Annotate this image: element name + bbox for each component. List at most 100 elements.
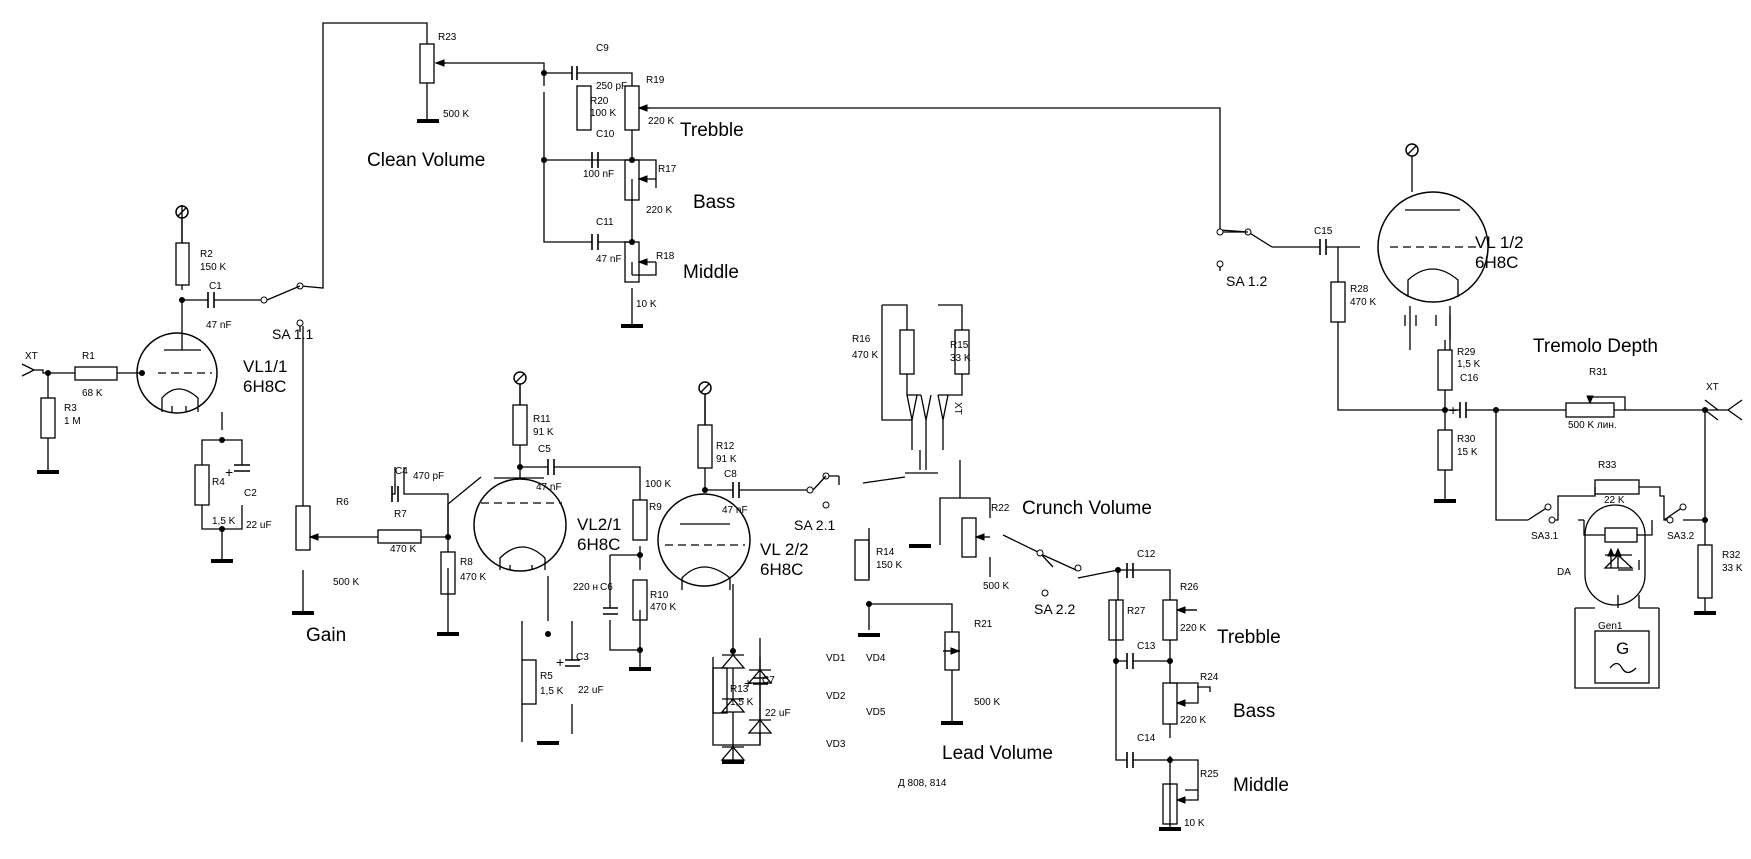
svg-text:220 н: 220 н (573, 582, 598, 593)
potentiometers (295, 43, 1615, 825)
svg-text:68 K: 68 K (82, 388, 103, 399)
svg-text:6H8C: 6H8C (760, 560, 803, 579)
svg-text:100 K: 100 K (590, 108, 616, 119)
svg-text:22 K: 22 K (1604, 495, 1625, 506)
svg-text:220 K: 220 K (646, 205, 672, 216)
svg-text:C11: C11 (596, 217, 614, 228)
svg-text:R17: R17 (658, 164, 677, 175)
svg-text:VL 1/2: VL 1/2 (1475, 233, 1524, 252)
svg-text:SA 2.2: SA 2.2 (1034, 601, 1075, 617)
svg-text:470 K: 470 K (852, 350, 878, 361)
svg-text:R22: R22 (991, 503, 1010, 514)
svg-text:R27: R27 (1127, 606, 1146, 617)
svg-text:6H8C: 6H8C (577, 535, 620, 554)
svg-text:22 uF: 22 uF (578, 685, 604, 696)
svg-text:33 K: 33 K (950, 353, 971, 364)
middle-label: Middle (683, 262, 739, 283)
cap-c4 (391, 486, 399, 502)
svg-text:10 K: 10 K (1184, 818, 1205, 829)
switches (260, 228, 1687, 597)
svg-text:6H8C: 6H8C (1475, 253, 1518, 272)
tremolo-depth-label: Tremolo Depth (1533, 336, 1658, 357)
svg-text:R20: R20 (590, 96, 609, 107)
resistor-r4 (194, 464, 210, 506)
svg-text:22 uF: 22 uF (246, 520, 272, 531)
svg-text:R32: R32 (1722, 550, 1741, 561)
svg-text:R2: R2 (200, 249, 213, 260)
svg-text:250 pF: 250 pF (596, 81, 627, 92)
svg-text:C4: C4 (395, 466, 408, 477)
svg-text:R8: R8 (460, 557, 473, 568)
cap-c10 (591, 152, 599, 168)
svg-text:220 K: 220 K (1180, 715, 1206, 726)
svg-text:VL1/1: VL1/1 (243, 357, 287, 376)
svg-text:R9: R9 (649, 502, 662, 513)
svg-text:R23: R23 (438, 32, 457, 43)
svg-text:500 K: 500 K (974, 697, 1000, 708)
resistor-r29 (1437, 349, 1453, 391)
resistor-r8 (440, 551, 456, 595)
svg-text:C7: C7 (762, 675, 775, 686)
svg-text:VL2/1: VL2/1 (577, 515, 621, 534)
cap-c1 (207, 292, 215, 308)
svg-text:C10: C10 (596, 129, 615, 140)
svg-text:Gen1: Gen1 (1598, 621, 1623, 632)
resistor-r7 (377, 529, 422, 544)
resistor-r3 (40, 397, 56, 439)
resistor-r15 (954, 329, 970, 375)
svg-text:R21: R21 (974, 619, 993, 630)
svg-text:47 nF: 47 nF (206, 320, 232, 331)
svg-text:R31: R31 (1589, 367, 1608, 378)
svg-text:91 K: 91 K (716, 454, 737, 465)
cap-c16 (1459, 402, 1467, 418)
svg-text:R18: R18 (656, 251, 675, 262)
svg-text:500 K лин.: 500 K лин. (1568, 420, 1617, 431)
svg-text:470 K: 470 K (1350, 297, 1376, 308)
svg-text:470 K: 470 K (650, 602, 676, 613)
svg-text:VD2: VD2 (826, 691, 846, 702)
pot-r26 (1162, 599, 1197, 641)
svg-text:SA 1.1: SA 1.1 (272, 326, 313, 342)
svg-text:1,5 K: 1,5 K (540, 686, 564, 697)
resistors (40, 85, 1713, 714)
svg-text:C15: C15 (1314, 226, 1333, 237)
svg-text:6H8C: 6H8C (243, 377, 286, 396)
junctions (45, 70, 1708, 763)
trebble-label: Trebble (680, 120, 744, 141)
svg-text:220 K: 220 K (1180, 623, 1206, 634)
lead-volume-label: Lead Volume (942, 743, 1053, 764)
supply-icon (698, 381, 712, 395)
supply-icons (175, 143, 1419, 425)
resistor-r14 (854, 539, 870, 581)
resistor-r11 (512, 404, 528, 446)
svg-text:R15: R15 (950, 340, 969, 351)
svg-text:R29: R29 (1457, 347, 1476, 358)
svg-text:470 K: 470 K (390, 544, 416, 555)
svg-text:R6: R6 (336, 497, 349, 508)
generator-g (1594, 630, 1650, 684)
svg-text:+: + (556, 654, 564, 670)
cap-c11 (591, 234, 599, 250)
svg-text:R11: R11 (533, 414, 551, 425)
svg-text:R25: R25 (1200, 769, 1219, 780)
svg-text:47 nF: 47 nF (596, 254, 622, 265)
svg-text:C6: C6 (600, 582, 613, 593)
resistor-r1 (74, 366, 118, 381)
svg-text:R16: R16 (852, 334, 871, 345)
svg-text:15 K: 15 K (1457, 447, 1478, 458)
svg-text:500 K: 500 K (443, 109, 469, 120)
svg-text:C2: C2 (244, 488, 257, 499)
svg-text:C12: C12 (1137, 549, 1156, 560)
svg-text:R30: R30 (1457, 434, 1476, 445)
supply-icon (513, 371, 527, 385)
svg-text:R7: R7 (394, 509, 407, 520)
svg-text:R28: R28 (1350, 284, 1369, 295)
cap-c13 (1126, 653, 1134, 669)
tube-vl2-1 (473, 477, 567, 572)
resistor-r30 (1437, 429, 1453, 471)
component-labels: R23 500 K Clean Volume C9 250 pF R19 R20… (25, 32, 1743, 829)
svg-text:C13: C13 (1137, 641, 1156, 652)
svg-text:R1: R1 (82, 351, 95, 362)
pot-r6 (295, 505, 340, 551)
